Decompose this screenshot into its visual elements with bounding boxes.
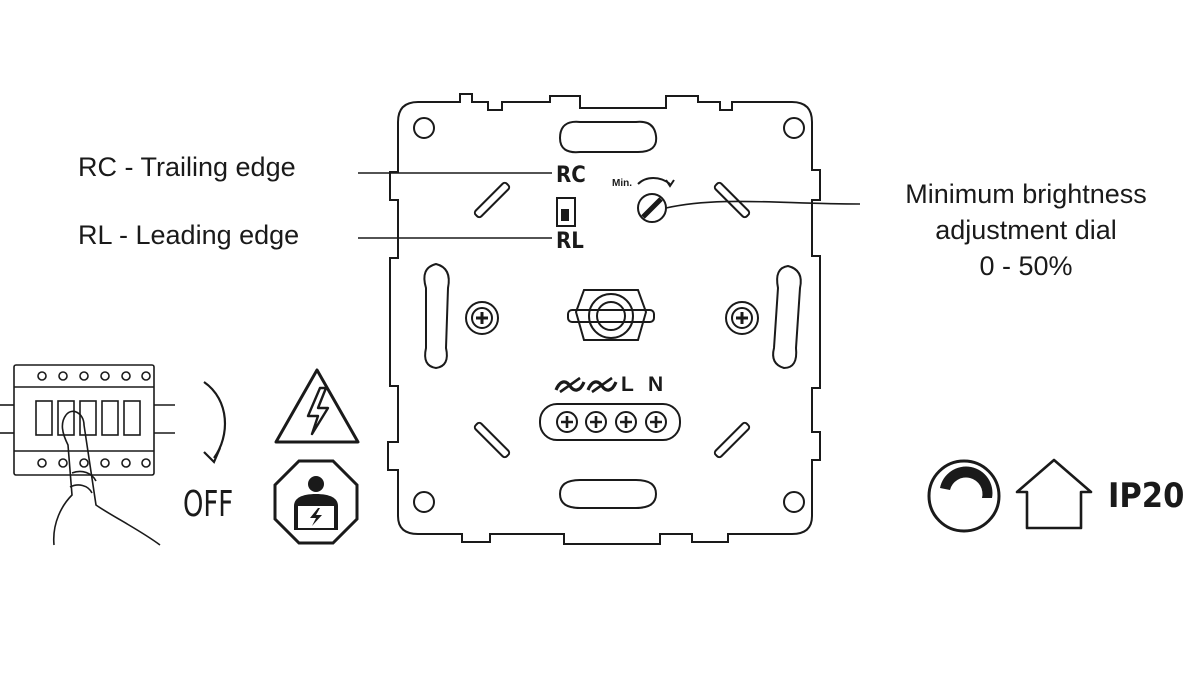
terminal-l-label: L — [621, 373, 634, 396]
terminal-n-label: N — [648, 373, 664, 396]
ip20-rating-label: IP20 — [1108, 476, 1185, 516]
indoor-house-icon — [1015, 458, 1093, 530]
dial-description-line1: Minimum brightness — [905, 179, 1147, 209]
circuit-breaker-icon — [0, 364, 175, 546]
dimmer-device — [387, 93, 821, 545]
qualified-electrician-icon — [273, 459, 359, 545]
off-label: OFF — [183, 484, 234, 525]
switch-rc-label: RC — [556, 163, 586, 188]
switch-rl-label: RL — [556, 229, 584, 254]
dial-description-line3: 0 - 50% — [979, 251, 1073, 281]
dial-min-label: Min. — [612, 178, 632, 189]
rc-trailing-edge-label: RC - Trailing edge — [78, 152, 296, 182]
electric-hazard-icon — [274, 368, 360, 444]
rl-leading-edge-label: RL - Leading edge — [78, 220, 300, 250]
curved-arrow-icon — [203, 381, 226, 464]
dial-description-line2: adjustment dial — [935, 215, 1117, 245]
dimmer-dial-icon — [927, 459, 1001, 533]
